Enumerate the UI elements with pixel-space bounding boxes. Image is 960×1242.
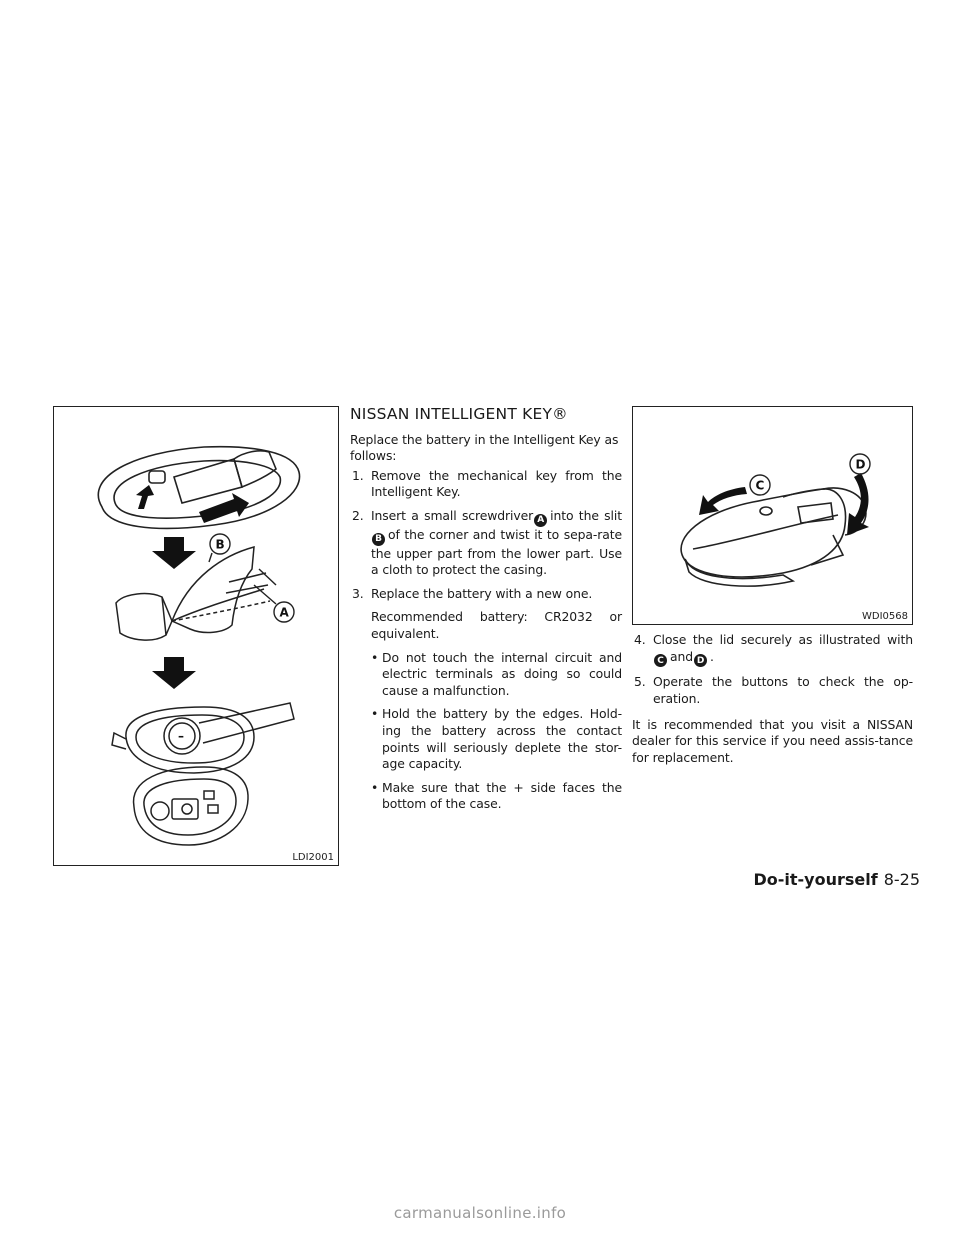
bullet-item: •Do not touch the internal circuit and e… — [350, 650, 622, 700]
step-number: 3. — [352, 585, 364, 601]
step-3: 3. Replace the battery with a new one. — [350, 586, 622, 603]
watermark: carmanualsonline.info — [393, 1204, 567, 1222]
step-4: 4. Close the lid securely as illustrated … — [632, 632, 913, 668]
callout-c: C — [756, 479, 765, 493]
figure-code: WDI0568 — [862, 611, 908, 622]
bullet-item: •Hold the battery by the edges. Hold-ing… — [350, 706, 622, 772]
figure-code: LDI2001 — [292, 852, 334, 863]
step-5: 5. Operate the buttons to check the op-er… — [632, 674, 913, 707]
callout-a: A — [280, 606, 290, 620]
step-text: Insert a small screwdriver — [371, 507, 534, 523]
step-text: Close the lid securely as illustrated wi… — [653, 632, 913, 647]
footer-section: Do-it-yourself — [753, 870, 878, 889]
battery-minus-sign: – — [178, 729, 184, 743]
callout-b: B — [216, 538, 225, 552]
closing-paragraph: It is recommended that you visit a NISSA… — [632, 716, 913, 765]
step-number: 1. — [352, 467, 364, 483]
intro-paragraph: Replace the battery in the Intelligent K… — [350, 431, 619, 464]
bullet-symbol: • — [371, 779, 379, 795]
figure-battery-removal: B A – LDI2001 — [53, 406, 339, 866]
step-number: 4. — [634, 632, 646, 647]
step-text: and — [670, 648, 694, 664]
step-text: Replace the battery with a new one. — [371, 585, 593, 601]
bullet-symbol: • — [371, 649, 379, 665]
section-title: NISSAN INTELLIGENT KEY® — [350, 405, 568, 423]
page-number: 8-25 — [883, 870, 920, 889]
battery-removal-illustration: B A – — [97, 445, 301, 846]
callout-d: D — [856, 458, 866, 472]
step-text: Remove the mechanical key from the Intel… — [371, 467, 622, 500]
ref-d-icon: D — [694, 654, 708, 668]
lid-closing-illustration: C D — [680, 453, 871, 587]
text-column-middle: NISSAN INTELLIGENT KEY® Replace the batt… — [350, 406, 622, 820]
ref-a-icon: A — [534, 513, 548, 527]
recommended-battery: Recommended battery: CR2032 or equivalen… — [371, 609, 622, 641]
step-number: 5. — [634, 674, 646, 690]
step-text: . — [710, 648, 714, 664]
page-footer: Do-it-yourself 8-25 — [753, 870, 920, 889]
figure-lid-closing: C D WDI0568 — [632, 406, 913, 625]
bullet-item: •Make sure that the + side faces the bot… — [350, 780, 622, 813]
ref-b-icon: B — [372, 532, 385, 546]
step-text: Operate the buttons to check the op-erat… — [653, 674, 913, 706]
bullet-symbol: • — [371, 706, 379, 722]
bullet-text: Hold the battery by the edges. Hold-ing … — [382, 706, 622, 772]
ref-c-icon: C — [654, 654, 667, 668]
step-1: 1. Remove the mechanical key from the Int… — [350, 468, 622, 501]
text-column-right: 4. Close the lid securely as illustrated … — [632, 632, 913, 766]
bullet-text: Do not touch the internal circuit and el… — [382, 649, 622, 698]
bullet-text: Make sure that the + side faces the bott… — [382, 779, 622, 812]
step-text: of the corner and twist it to sepa-rate … — [371, 526, 622, 578]
step-text: into the slit — [550, 507, 622, 523]
step-number: 2. — [352, 507, 364, 523]
